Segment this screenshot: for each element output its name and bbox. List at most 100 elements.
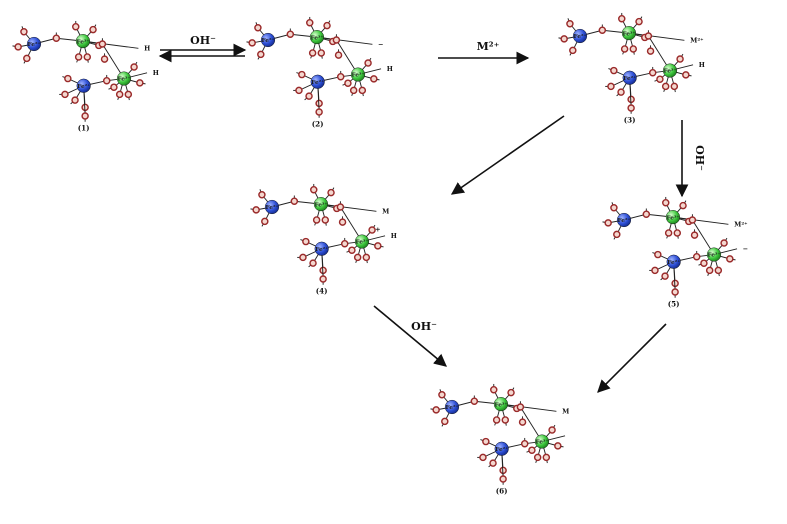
- bond-line: [320, 203, 377, 212]
- oxygen-atom: [661, 272, 669, 280]
- oxygen-atom: [308, 49, 317, 57]
- eq-1-2-reagent-label: OH⁻: [190, 34, 216, 47]
- oxygen-atom: [566, 20, 574, 28]
- oxygen-atom: [336, 72, 345, 81]
- compound-number: (5): [668, 299, 680, 308]
- bond-line: [672, 216, 729, 225]
- oxygen-atom: [136, 79, 144, 87]
- oxygen-atom: [499, 475, 507, 483]
- oxygen-atom: [110, 83, 118, 91]
- oxygen-atom: [618, 14, 626, 23]
- oxygen-atom: [52, 34, 61, 42]
- fe3-ion: [354, 234, 370, 249]
- fe2-label: Fe²⁺: [623, 75, 636, 82]
- fe2-ion: [494, 441, 509, 456]
- oxygen-atom: [336, 203, 345, 211]
- oxygen-atom: [489, 459, 497, 467]
- fe3-ion: [662, 63, 678, 78]
- oxygen-atom: [554, 442, 562, 450]
- oxygen-atom: [470, 397, 479, 405]
- oxygen-atom: [298, 70, 306, 79]
- oxygen-atom: [661, 82, 670, 91]
- arrow-5-to-6: [597, 323, 667, 393]
- fe3-label: Fe³⁺: [314, 201, 327, 208]
- oxygen-atom: [569, 46, 577, 55]
- fe2-ion: [76, 78, 91, 93]
- oxygen-atom: [332, 36, 341, 44]
- oxygen-atom: [627, 104, 635, 112]
- fe3-label: Fe³⁺: [622, 30, 635, 37]
- oxygen-atom: [327, 188, 335, 197]
- bond-line: [628, 32, 685, 41]
- oxygen-atom: [310, 185, 318, 194]
- oxygen-atom: [323, 21, 331, 30]
- fe3-ion: [665, 210, 681, 225]
- oxygen-atom: [315, 108, 323, 116]
- oxygen-atom: [688, 216, 697, 224]
- oxygen-atom: [642, 210, 651, 218]
- oxygen-atom: [286, 30, 295, 38]
- reaction-arrows-layer: OH⁻M²⁺OH⁻OH⁻: [158, 34, 706, 393]
- oxygen-atom: [692, 252, 701, 261]
- molecule-4: Fe²⁺Fe³⁺Fe³⁺Fe²⁺MH+(4): [250, 183, 397, 295]
- bond-line: [500, 403, 557, 412]
- oxygen-atom: [501, 416, 510, 424]
- oxygen-atom: [340, 239, 349, 248]
- r-4-6-reagent-label: OH⁻: [411, 320, 437, 333]
- oxygen-atom: [671, 288, 679, 296]
- fe2-label: Fe²⁺: [495, 446, 508, 453]
- oxygen-atom: [254, 24, 262, 32]
- oxygen-atom: [305, 92, 313, 100]
- oxygen-atom: [682, 71, 690, 79]
- fe2-label: Fe²⁺: [315, 246, 328, 253]
- fe2-label: Fe²⁺: [28, 41, 41, 48]
- fe2-ion: [616, 212, 632, 228]
- oxygen-atom: [629, 45, 638, 53]
- oxygen-atom: [664, 229, 673, 237]
- fe2-ion: [260, 32, 276, 48]
- compound-number: (3): [624, 115, 636, 124]
- bond-line: [82, 40, 139, 49]
- oxygen-atom: [72, 22, 80, 31]
- oxygen-atom: [438, 391, 446, 399]
- fe3-ion: [75, 34, 91, 49]
- compound-number: (4): [316, 286, 328, 295]
- oxygen-atom: [100, 55, 109, 63]
- oxygen-atom: [690, 231, 699, 239]
- top-terminal-label: M²⁺: [734, 220, 747, 228]
- oxygen-atom: [507, 388, 515, 397]
- oxygen-atom: [654, 250, 662, 259]
- fe2-label: Fe²⁺: [574, 33, 587, 40]
- fe2-label: Fe²⁺: [262, 37, 275, 44]
- oxygen-atom: [353, 253, 362, 262]
- oxygen-atom: [651, 266, 659, 275]
- oxygen-atom: [115, 90, 124, 99]
- fe2-label: Fe²⁺: [667, 259, 680, 266]
- oxygen-atom: [644, 32, 653, 40]
- fe3-label: Fe³⁺: [664, 68, 677, 75]
- oxygen-atom: [374, 242, 382, 250]
- oxygen-atom: [604, 219, 612, 227]
- oxygen-atom: [20, 28, 28, 36]
- oxygen-atom: [598, 26, 607, 34]
- top-terminal-label: H: [144, 44, 150, 52]
- oxygen-atom: [492, 416, 501, 424]
- oxygen-atom: [676, 55, 684, 63]
- molecules-layer: Fe²⁺Fe³⁺Fe³⁺Fe²⁺HH(1)Fe²⁺Fe³⁺Fe³⁺Fe²⁺−H(…: [12, 12, 748, 495]
- oxygen-atom: [312, 216, 321, 224]
- fe2-ion: [444, 399, 460, 415]
- oxygen-atom: [607, 82, 615, 91]
- compound-number: (6): [496, 486, 508, 495]
- mid-terminal-label: H: [391, 232, 397, 240]
- oxygen-atom: [662, 198, 670, 207]
- oxygen-atom: [528, 446, 536, 454]
- fe2-label: Fe²⁺: [446, 404, 459, 411]
- molecule-3: Fe²⁺Fe³⁺Fe³⁺Fe²⁺M²⁺H(3): [558, 12, 705, 124]
- oxygen-atom: [656, 75, 664, 83]
- arrow-4-to-6: [373, 305, 447, 367]
- molecule-5: Fe²⁺Fe³⁺Fe³⁺Fe²⁺M²⁺−(5): [602, 196, 748, 308]
- fe3-ion: [116, 71, 132, 86]
- oxygen-atom: [317, 49, 326, 57]
- fe3-label: Fe³⁺: [356, 239, 369, 246]
